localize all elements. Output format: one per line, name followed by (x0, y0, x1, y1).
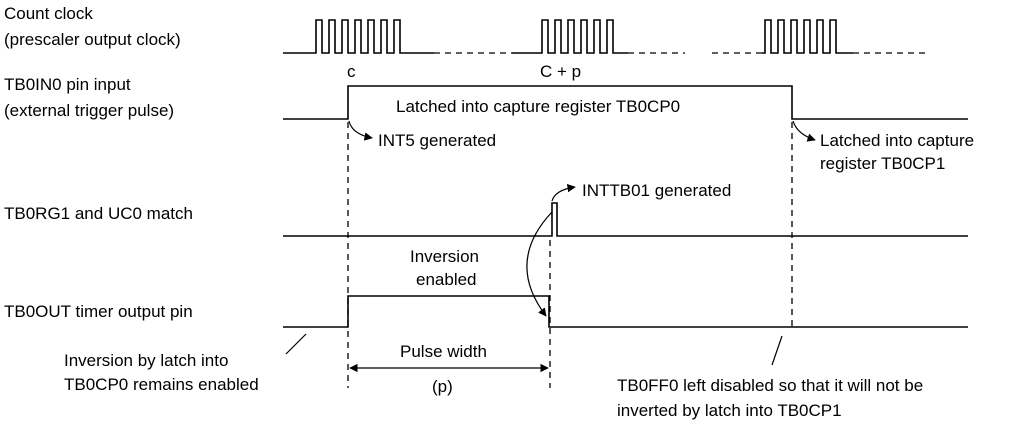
latched-cp1-arrow (792, 120, 816, 142)
inversion-label-line2: enabled (416, 270, 477, 289)
c-marker-label: c (347, 62, 356, 81)
tb0rg1-label: TB0RG1 and UC0 match (4, 204, 193, 223)
int5-label: INT5 generated (378, 131, 496, 150)
inversion-curve-arrow (526, 211, 553, 317)
inttb01-arrow (551, 183, 576, 202)
ff0-label-line1: TB0FF0 left disabled so that it will not… (617, 376, 923, 395)
pulse-width-label: Pulse width (400, 342, 487, 361)
count-clock-label: Count clock (4, 4, 93, 23)
inversion-label-line1: Inversion (410, 247, 479, 266)
p-label: (p) (432, 377, 453, 396)
tb0rg1-waveform (283, 202, 968, 237)
tb0out-waveform (283, 295, 968, 328)
int5-arrow (348, 120, 373, 141)
inv-latch-label-line2: TB0CP0 remains enabled (64, 375, 259, 394)
ff0-label-line2: inverted by latch into TB0CP1 (617, 401, 842, 420)
inv-latch-label-line1: Inversion by latch into (64, 351, 228, 370)
count-clock-waveform (283, 19, 930, 54)
tb0in0-label: TB0IN0 pin input (4, 75, 131, 94)
ff0-pointer (771, 335, 783, 366)
tb0in0-waveform (283, 85, 968, 120)
inttb01-label: INTTB01 generated (582, 181, 731, 200)
latched-cp1-label-line1: Latched into capture (820, 131, 974, 150)
c-plus-p-label: C + p (540, 62, 581, 81)
latched-cp1-label-line2: register TB0CP1 (820, 154, 945, 173)
inv-latch-pointer (285, 333, 307, 355)
tb0out-label: TB0OUT timer output pin (4, 302, 193, 321)
latched-cp0-label: Latched into capture register TB0CP0 (396, 97, 680, 116)
count-clock-sublabel: (prescaler output clock) (4, 30, 181, 49)
tb0in0-sublabel: (external trigger pulse) (4, 101, 174, 120)
